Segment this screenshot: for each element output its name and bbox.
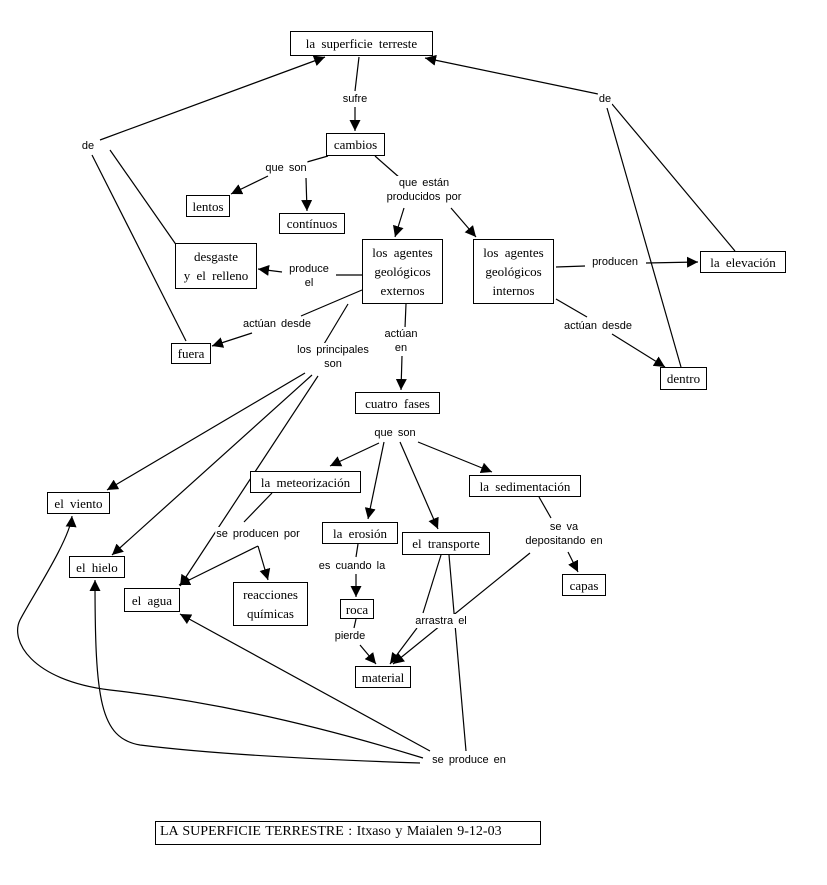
connector-30 — [399, 441, 439, 530]
node-desgaste-relleno: desgaste y el relleno — [175, 243, 257, 289]
connector-2 — [99, 55, 326, 141]
node-elevacion: la elevación — [700, 251, 786, 273]
connector-22 — [323, 303, 349, 345]
node-cuatro-fases: cuatro fases — [355, 392, 440, 414]
connector-8 — [306, 155, 329, 163]
node-dentro: dentro — [660, 367, 707, 390]
connector-44 — [448, 554, 467, 752]
connector-31 — [417, 441, 493, 473]
connector-21 — [611, 333, 666, 368]
connector-10 — [301, 177, 313, 212]
label-actuan-desde-left: actúan desde — [241, 317, 313, 331]
connector-24 — [395, 355, 407, 391]
label-que-estan-producidos: que están producidos por — [385, 176, 463, 204]
connector-23 — [404, 303, 407, 329]
label-es-cuando-la: es cuando la — [317, 559, 387, 573]
label-actuan-desde-right: actúan desde — [562, 319, 634, 333]
label-de-left: de — [80, 139, 96, 153]
connector-40 — [389, 627, 418, 665]
connector-18 — [300, 289, 363, 317]
label-se-produce-en: se produce en — [431, 753, 507, 767]
connector-15 — [257, 264, 283, 276]
label-que-son: que son — [264, 161, 308, 175]
connector-26 — [111, 374, 313, 556]
connector-27 — [179, 375, 319, 587]
connector-25 — [106, 372, 306, 491]
node-reacciones-quimicas: reacciones químicas — [233, 582, 308, 626]
connector-42 — [567, 551, 579, 573]
connector-34 — [257, 545, 271, 581]
connector-28 — [329, 442, 380, 467]
label-producen: producen — [591, 255, 639, 269]
node-lentos: lentos — [186, 195, 230, 217]
connector-29 — [364, 441, 385, 520]
connector-43 — [392, 552, 531, 665]
connector-16 — [555, 265, 586, 268]
label-arrastra-el: arrastra el — [414, 614, 468, 628]
label-se-producen-por: se producen por — [215, 527, 301, 541]
connector-41 — [538, 496, 552, 519]
connector-38 — [359, 644, 377, 665]
label-se-va-depositando: se va depositando en — [524, 520, 604, 548]
connector-32 — [243, 492, 273, 523]
connector-0 — [354, 56, 360, 92]
node-hielo: el hielo — [69, 556, 125, 578]
node-capas: capas — [562, 574, 606, 596]
node-continuos: contínuos — [279, 213, 345, 234]
connector-20 — [555, 298, 588, 318]
node-transporte: el transporte — [402, 532, 490, 555]
node-agentes-internos: los agentes geológicos internos — [473, 239, 554, 304]
connector-17 — [645, 256, 699, 268]
connector-39 — [422, 554, 442, 614]
curved-connector-0 — [17, 515, 424, 759]
connector-13 — [450, 207, 477, 238]
label-los-principales-son: los principales son — [296, 343, 370, 371]
label-que-son-fases: que son — [373, 426, 417, 440]
curved-connector-1 — [89, 579, 421, 764]
node-material: material — [355, 666, 411, 688]
node-erosion: la erosión — [322, 522, 398, 544]
connector-37 — [353, 618, 357, 629]
connector-35 — [355, 543, 359, 558]
connector-3 — [109, 149, 178, 247]
diagram-caption: LA SUPERFICIE TERRESTRE : Itxaso y Maial… — [155, 821, 541, 845]
node-viento: el viento — [47, 492, 110, 514]
node-agentes-externos: los agentes geológicos externos — [362, 239, 443, 304]
connector-4 — [91, 154, 187, 342]
node-cambios: cambios — [326, 133, 385, 156]
label-produce-el: produce el — [288, 262, 330, 290]
connector-19 — [211, 332, 253, 348]
connector-5 — [424, 54, 599, 95]
label-pierde: pierde — [333, 629, 367, 643]
node-meteorizacion: la meteorización — [250, 471, 361, 493]
node-fuera: fuera — [171, 343, 211, 364]
connector-6 — [611, 103, 736, 252]
label-sufre: sufre — [341, 92, 369, 106]
connector-33 — [178, 545, 259, 586]
node-agua: el agua — [124, 588, 180, 612]
connector-12 — [393, 207, 405, 238]
connector-11 — [374, 155, 401, 179]
label-de-right: de — [597, 92, 613, 106]
node-superficie-terrestre: la superficie terreste — [290, 31, 433, 56]
connector-7 — [606, 107, 682, 368]
connector-9 — [230, 175, 269, 195]
connector-45 — [179, 613, 431, 752]
node-sedimentacion: la sedimentación — [469, 475, 581, 497]
node-roca: roca — [340, 599, 374, 619]
label-actuan-en: actúan en — [383, 327, 419, 355]
